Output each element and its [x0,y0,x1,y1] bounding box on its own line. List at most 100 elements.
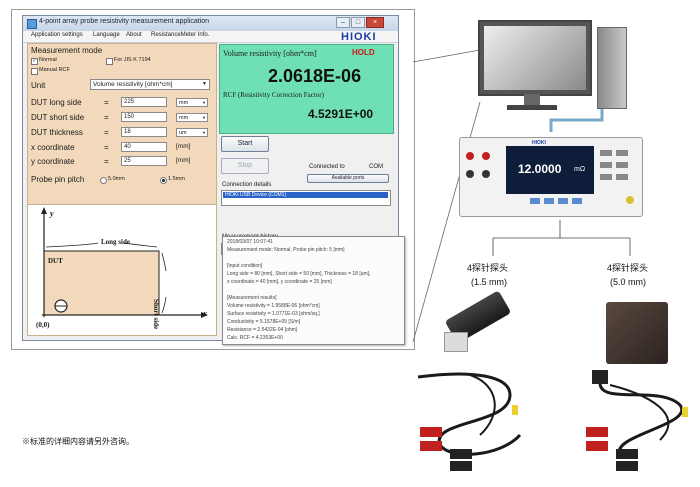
popup-line: [Input condition] [227,263,263,269]
meter-button [616,162,628,168]
monitor-base [507,105,557,110]
long-side-unit: mm [179,100,189,106]
probe2-plug-red [586,427,608,437]
meter-button [530,198,540,204]
stop-button[interactable]: Stop [221,158,269,174]
jis-checkbox[interactable] [106,58,113,65]
thickness-eq: = [104,128,109,137]
meter-terminal-1 [466,152,474,160]
hold-indicator: HOLD [352,48,375,57]
input-panel: Measurement mode ✓ Normal For JIS K 7194… [27,43,217,205]
x-coordinate-unit: [mm] [176,143,191,150]
x-coordinate-input[interactable]: 40 [121,142,167,152]
probe1-pins [444,332,468,352]
start-button[interactable]: Start [221,136,269,152]
monitor-icon [478,20,592,96]
probe-5mm-radio[interactable] [100,177,107,184]
monitor-stand [524,94,540,106]
y-coordinate-eq: = [104,157,109,166]
y-coordinate-label: y coordinate [31,157,75,166]
long-side-label: DUT long side [31,98,82,107]
probe1-cable-2 [469,374,496,436]
probe1-pitch: (1.5 mm) [471,277,507,287]
meter-button [616,174,628,180]
popup-line: Long side = 80 [mm], Short side = 50 [mm… [227,271,371,277]
usb-cable [549,90,604,132]
probe-5mm-label: 5.0mm [108,176,125,182]
meter-button [616,150,628,156]
short-side-label: DUT short side [31,113,85,122]
thickness-unit-select[interactable]: um▼ [176,128,208,137]
short-side-unit-select[interactable]: mm▼ [176,113,208,122]
normal-label: Normal [39,57,57,63]
maximize-button[interactable]: □ [351,17,365,28]
y-axis-label: y [50,209,54,218]
thickness-input[interactable]: 18 [121,127,167,137]
meter-reading: 12.0000 [518,162,562,176]
rcf-label: RCF (Resistivity Correction Factor) [223,91,324,99]
dut-label: DUT [48,257,63,265]
probe2-head [606,302,668,364]
resistance-meter: HIOKI 12.0000 mΩ [459,137,643,217]
meter-unit: mΩ [574,166,586,173]
probe-cables [417,370,688,471]
probe-1-5mm-radio[interactable] [160,177,167,184]
thickness-unit: um [179,130,187,136]
history-detail-popup: 2018/03/07 10:07:41 Measurement mode: No… [222,236,405,345]
popup-line: [Measurement results] [227,295,277,301]
y-coordinate-unit: [mm] [176,157,191,164]
title-bar: 4-point array probe resistivity measurem… [23,16,398,31]
popup-line: Resistance = 2.5432E-04 [ohm] [227,327,298,333]
long-side-eq: = [104,98,109,107]
long-side-label-text: Long side [101,238,130,246]
long-side-unit-select[interactable]: mm ▼ [176,98,208,107]
minimize-button[interactable]: – [336,17,350,28]
unit-select[interactable]: Volume resistivity [ohm*cm] ▼ [90,79,210,90]
footnote: ※标准的详细内容请另外咨询。 [22,437,134,446]
meter-button [600,174,612,180]
menu-about[interactable]: About [126,32,142,38]
popup-line: Surface resistivity = 1.0771E-03 [ohm/sq… [227,311,320,317]
menu-resistancemeter-info[interactable]: ResistanceMeter Info. [151,32,210,38]
connection-details-label: Connection details [222,182,272,188]
chevron-down-icon: ▼ [202,100,206,105]
connector-line-top [412,49,481,63]
short-side-unit: mm [179,115,189,121]
y-axis-arrow [41,207,47,214]
probe2-name: 4探针探头 [607,263,649,273]
dut-diagram-svg [41,207,208,318]
manual-rcf-checkbox[interactable] [31,68,38,75]
probe2-cable [598,382,684,456]
probe2-tag [682,407,688,417]
meter-screen: 12.0000 mΩ [506,146,594,194]
meter-button [544,198,554,204]
popup-line: 2018/03/07 10:07:41 [227,239,273,245]
app-window: 4-point array probe resistivity measurem… [22,15,399,341]
connection-list[interactable]: HIOKI USB Device (COM1) [221,190,391,206]
probe1-name: 4探针探头 [467,263,509,273]
y-coordinate-input[interactable]: 25 [121,156,167,166]
rcf-value: 4.5291E+00 [308,107,374,121]
short-side-brace [161,252,167,314]
result-title: Volume resistivity [ohm*cm] [223,49,317,58]
close-button[interactable]: × [366,17,384,28]
manual-rcf-label: Manual RCF [39,67,70,73]
origin-label: (0,0) [36,321,50,329]
menu-language[interactable]: Language [93,32,120,38]
meter-power-button [626,196,634,204]
short-side-input[interactable]: 150 [121,112,167,122]
unit-label: Unit [31,81,46,90]
probe1-plug-red-2 [420,441,442,451]
connection-item[interactable]: HIOKI USB Device (COM1) [223,192,388,198]
popup-line: Conductivity = 5.1578E+05 [S/m] [227,319,301,325]
short-side-eq: = [104,113,109,122]
probe1-plug-black [450,449,472,459]
x-axis-arrow [201,312,208,318]
long-side-input[interactable]: 225 [121,97,167,107]
probe2-connector [592,370,608,384]
jis-label: For JIS K 7194 [114,57,151,63]
available-ports-button[interactable]: Available ports [307,174,389,183]
menu-application-settings[interactable]: Application settings [31,32,83,38]
normal-checkbox[interactable]: ✓ [31,58,38,65]
window-title: 4-point array probe resistivity measurem… [39,18,210,25]
